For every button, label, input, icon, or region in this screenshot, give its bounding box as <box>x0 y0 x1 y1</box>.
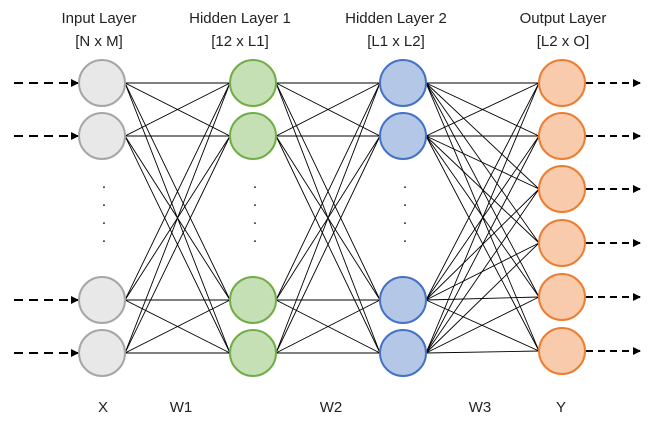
input-neuron <box>78 112 126 160</box>
hidden2-ellipsis-dot: . <box>403 175 407 192</box>
connection-line <box>275 299 381 354</box>
hidden-layer-1-title: Hidden Layer 1 <box>189 10 291 27</box>
hidden1-neuron <box>229 329 277 377</box>
input-layer-title: Input Layer <box>61 10 136 27</box>
output-variable-label: Y <box>556 399 566 416</box>
hidden2-ellipsis-dot: . <box>403 229 407 246</box>
connection-line <box>124 299 231 354</box>
output-neuron <box>538 219 586 267</box>
hidden-layer-2-dims: [L1 x L2] <box>367 33 425 50</box>
output-neuron <box>538 273 586 321</box>
input-ellipsis-dot: . <box>102 229 106 246</box>
weight-connections <box>124 82 540 354</box>
io-arrows <box>14 79 641 357</box>
hidden1-ellipsis-dot: . <box>253 211 257 228</box>
connection-line <box>124 82 231 354</box>
hidden2-ellipsis-dot: . <box>403 193 407 210</box>
bottom-labels: X W1 W2 W3 Y <box>98 399 566 416</box>
connection-line <box>425 135 540 298</box>
connection-line <box>425 82 540 354</box>
output-layer-title: Output Layer <box>520 10 607 27</box>
hidden2-neuron <box>379 112 427 160</box>
hidden-layer-2-title: Hidden Layer 2 <box>345 10 447 27</box>
connection-line <box>425 135 540 354</box>
input-neuron <box>78 329 126 377</box>
hidden1-ellipsis-dot: . <box>253 193 257 210</box>
output-layer-dims: [L2 x O] <box>537 33 590 50</box>
hidden-layer-1-dims: [12 x L1] <box>211 33 269 50</box>
connection-line <box>275 82 381 301</box>
hidden2-neuron <box>379 276 427 324</box>
hidden2-neuron <box>379 329 427 377</box>
output-neuron <box>538 59 586 107</box>
connection-line <box>275 135 381 354</box>
output-neuron <box>538 327 586 375</box>
input-ellipsis-dot: . <box>102 211 106 228</box>
hidden1-neuron <box>229 276 277 324</box>
input-variable-label: X <box>98 399 108 416</box>
input-layer-dims: [N x M] <box>75 33 123 50</box>
connection-line <box>124 135 231 354</box>
weight-w2-label: W2 <box>320 399 343 416</box>
hidden1-neuron <box>229 59 277 107</box>
weight-w1-label: W1 <box>170 399 193 416</box>
connection-line <box>425 350 540 354</box>
weight-w3-label: W3 <box>469 399 492 416</box>
hidden1-ellipsis-dot: . <box>253 175 257 192</box>
connection-line <box>425 188 540 354</box>
input-ellipsis-dot: . <box>102 175 106 192</box>
hidden1-neuron <box>229 112 277 160</box>
connection-line <box>425 296 540 354</box>
layer-headings: Input Layer [N x M] Hidden Layer 1 [12 x… <box>61 10 606 50</box>
output-neuron <box>538 165 586 213</box>
connection-line <box>425 135 540 244</box>
connection-line <box>425 135 540 190</box>
connection-line <box>124 82 231 137</box>
ellipsis-dots: ............ <box>102 175 407 246</box>
connection-line <box>425 242 540 354</box>
hidden1-ellipsis-dot: . <box>253 229 257 246</box>
input-ellipsis-dot: . <box>102 193 106 210</box>
input-neuron <box>78 59 126 107</box>
output-neuron <box>538 112 586 160</box>
connection-line <box>124 82 231 301</box>
neurons <box>78 59 586 377</box>
connection-line <box>425 82 540 301</box>
hidden2-ellipsis-dot: . <box>403 211 407 228</box>
connection-line <box>275 82 381 354</box>
hidden2-neuron <box>379 59 427 107</box>
connection-line <box>275 82 381 137</box>
connection-line <box>425 135 540 352</box>
input-neuron <box>78 276 126 324</box>
connection-line <box>425 82 540 137</box>
